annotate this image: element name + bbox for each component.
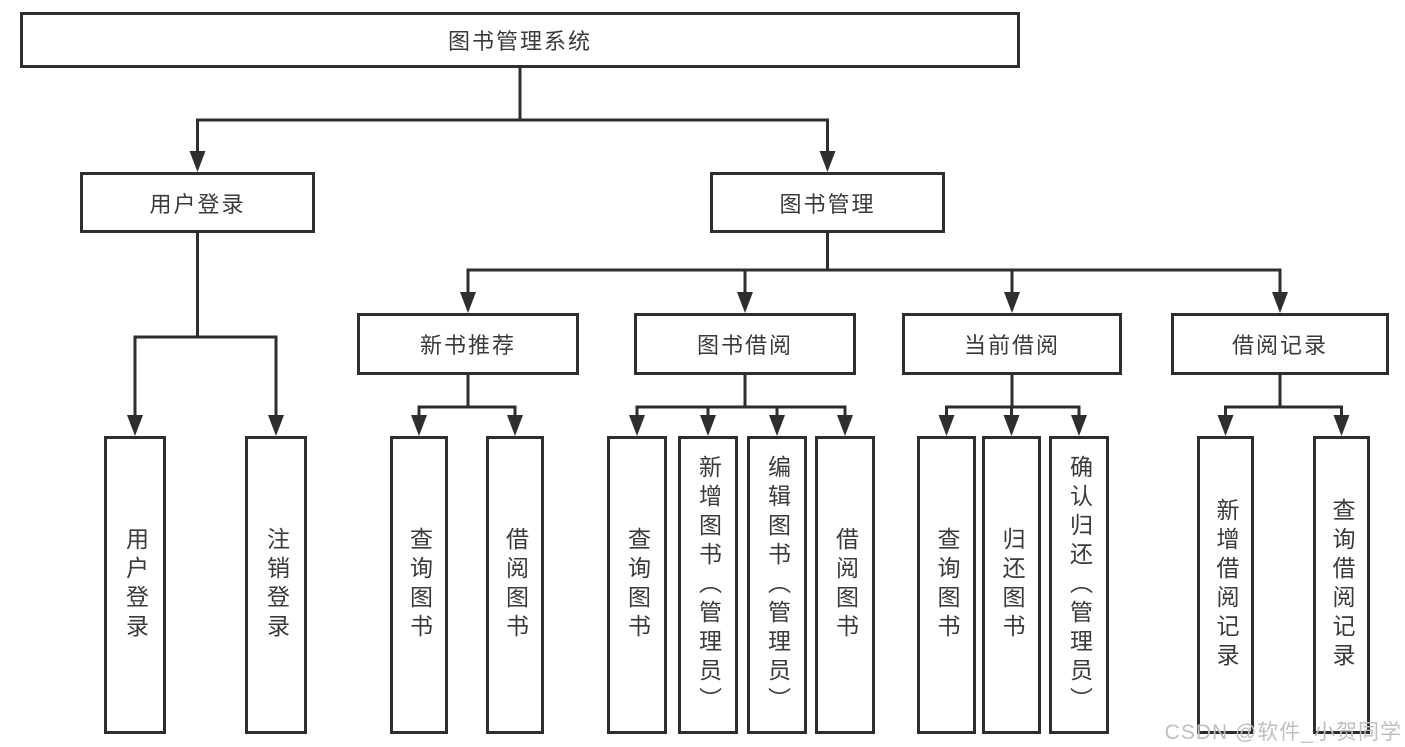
arrow-icon (819, 151, 836, 172)
arrow-icon (837, 415, 853, 436)
leaf-add-borrow-record-label: 新增借阅记录 (1213, 498, 1239, 672)
leaf-user-login-label: 用户登录 (122, 527, 149, 643)
node-book-borrow-label: 图书借阅 (696, 333, 793, 358)
leaf-query-borrow-record: 查询借阅记录 (1313, 436, 1370, 734)
node-current-borrow-label: 当前借阅 (963, 333, 1060, 358)
leaf-edit-books-admin-label: 编辑图书（管理员） (764, 454, 791, 716)
arrow-icon (1333, 415, 1350, 436)
leaf-query-books-recommend-label: 查询图书 (406, 527, 433, 643)
arrow-icon (507, 415, 523, 436)
leaf-query-books-recommend: 查询图书 (390, 436, 448, 734)
arrow-icon (1071, 415, 1087, 436)
arrow-icon (1003, 415, 1020, 436)
arrow-icon (629, 415, 645, 436)
node-current-borrow: 当前借阅 (902, 313, 1122, 375)
leaf-add-borrow-record: 新增借阅记录 (1197, 436, 1254, 734)
connector-current-to-leaves (945, 373, 1081, 422)
arrow-icon (769, 415, 785, 436)
leaf-edit-books-admin: 编辑图书（管理员） (747, 436, 807, 734)
leaf-confirm-return-admin: 确认归还（管理员） (1049, 436, 1109, 734)
leaf-add-books-admin: 新增图书（管理员） (678, 436, 738, 734)
leaf-query-books-borrow: 查询图书 (607, 436, 667, 734)
connector-bookmgmt-to-level3 (466, 231, 1282, 299)
connector-root-to-level2 (196, 66, 829, 158)
arrow-icon (411, 415, 427, 436)
connector-borrow-to-leaves (635, 373, 847, 422)
node-root-label: 图书管理系统 (447, 29, 592, 54)
leaf-query-books-borrow-label: 查询图书 (624, 527, 651, 643)
arrow-icon (737, 292, 753, 313)
arrow-icon (1272, 292, 1288, 313)
leaf-return-books: 归还图书 (982, 436, 1041, 734)
node-borrow-records: 借阅记录 (1171, 313, 1389, 375)
leaf-logout-label: 注销登录 (263, 527, 290, 643)
arrow-icon (127, 415, 143, 436)
leaf-borrow-books-label: 借阅图书 (832, 527, 859, 643)
arrow-icon (268, 415, 284, 436)
leaf-query-books-current-label: 查询图书 (934, 527, 960, 643)
watermark: CSDN @软件_小贺同学 (1164, 721, 1402, 744)
arrow-icon (1217, 415, 1234, 436)
leaf-user-login: 用户登录 (104, 436, 166, 734)
arrow-icon (460, 292, 476, 313)
leaf-borrow-books-recommend-label: 借阅图书 (502, 527, 529, 643)
leaf-add-books-admin-label: 新增图书（管理员） (695, 454, 722, 716)
connector-userlogin-to-leaves (133, 231, 278, 422)
connector-newbook-to-leaves (417, 373, 517, 422)
leaf-query-borrow-record-label: 查询借阅记录 (1329, 498, 1355, 672)
leaf-borrow-books: 借阅图书 (815, 436, 875, 734)
arrowheads (127, 151, 1350, 436)
arrow-icon (189, 151, 206, 172)
node-user-login-label: 用户登录 (149, 191, 246, 217)
node-book-borrow: 图书借阅 (634, 313, 856, 375)
node-new-book-recommend: 新书推荐 (357, 313, 579, 375)
arrow-icon (700, 415, 716, 436)
node-book-management: 图书管理 (710, 172, 945, 233)
arrow-icon (938, 415, 955, 436)
node-user-login: 用户登录 (80, 172, 315, 233)
node-borrow-records-label: 借阅记录 (1231, 333, 1328, 358)
leaf-return-books-label: 归还图书 (999, 527, 1025, 643)
connector-records-to-leaves (1224, 373, 1343, 422)
leaf-borrow-books-recommend: 借阅图书 (486, 436, 544, 734)
arrow-icon (1004, 292, 1020, 313)
node-book-management-label: 图书管理 (779, 191, 876, 217)
node-root: 图书管理系统 (20, 12, 1020, 68)
leaf-confirm-return-admin-label: 确认归还（管理员） (1066, 454, 1093, 716)
leaf-logout: 注销登录 (245, 436, 307, 734)
node-new-book-recommend-label: 新书推荐 (419, 333, 516, 358)
leaf-query-books-current: 查询图书 (917, 436, 976, 734)
